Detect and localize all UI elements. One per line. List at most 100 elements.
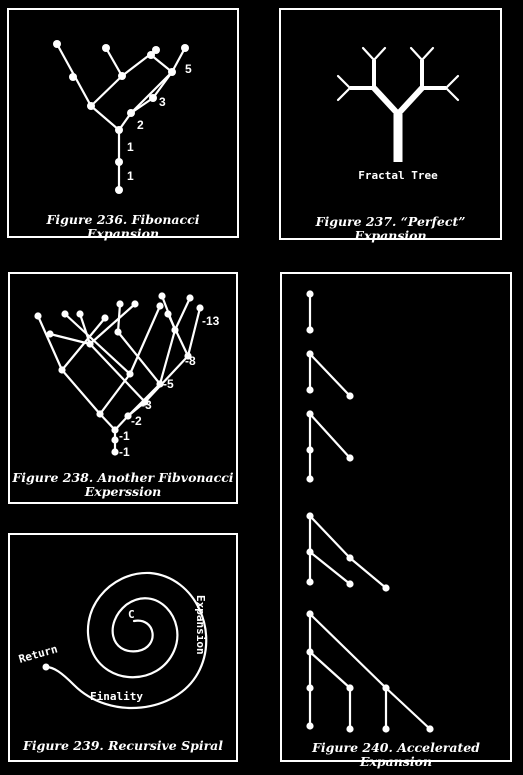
figure-240-panel: Figure 240. Accelerated Expansion xyxy=(280,272,512,769)
tree-edge xyxy=(151,70,174,100)
tree-node xyxy=(306,548,314,556)
tree-node xyxy=(346,392,354,400)
tree-twig xyxy=(361,46,376,62)
tree-twig xyxy=(444,74,460,90)
tree-edge xyxy=(36,314,64,372)
tree-node xyxy=(306,290,314,298)
figure-238-panel: -1 -1 -2 -3 -5 -8 -13 Figure 238. Anothe… xyxy=(8,272,238,504)
tree-edge xyxy=(60,368,102,416)
tree-node xyxy=(76,310,84,318)
tree-node xyxy=(306,326,314,334)
fib-label: -3 xyxy=(141,398,152,412)
tree-edge xyxy=(128,304,162,376)
tree-node xyxy=(306,475,314,483)
tree-edge xyxy=(89,104,121,132)
figure-237-caption: Figure 237. “Perfect” Expansion xyxy=(315,214,466,243)
tree-node xyxy=(126,370,134,378)
tree-edge xyxy=(173,296,192,332)
tree-node xyxy=(34,312,42,320)
tree-node xyxy=(116,300,124,308)
tree-edge xyxy=(88,342,147,404)
tree-node xyxy=(69,73,77,81)
tree-node xyxy=(186,294,194,302)
fib-label: 2 xyxy=(137,118,144,132)
tree-edge xyxy=(78,312,92,346)
expansion-label: Expansion xyxy=(194,595,207,655)
tree-edge xyxy=(98,412,117,432)
spiral-end-node xyxy=(42,663,50,671)
tree-node xyxy=(61,310,69,318)
tree-node xyxy=(86,340,94,348)
tree-edge xyxy=(63,312,132,376)
tree-node xyxy=(346,580,354,588)
tree-node xyxy=(156,380,164,388)
tree-node xyxy=(346,684,354,692)
tree-node xyxy=(101,314,109,322)
tree-node xyxy=(306,610,314,618)
tree-node xyxy=(346,454,354,462)
tree-node xyxy=(306,446,314,454)
tree-edge xyxy=(89,74,124,108)
tree-node xyxy=(96,410,104,418)
tree-node xyxy=(111,426,119,434)
tree-branch xyxy=(371,85,401,117)
tree-branch xyxy=(395,85,425,117)
figure-238-caption-line1: Figure 238. Another Fibvonacci xyxy=(12,470,234,485)
tree-node xyxy=(156,302,164,310)
tree-node xyxy=(58,366,66,374)
tree-edge xyxy=(104,46,124,78)
fib-label: -2 xyxy=(131,414,142,428)
fib-label: 5 xyxy=(185,62,192,76)
tree-edge xyxy=(149,53,174,74)
tree-node xyxy=(124,412,132,420)
spiral-path xyxy=(44,571,208,710)
tree-node xyxy=(306,512,314,520)
tree-node xyxy=(87,102,95,110)
tree-node xyxy=(111,448,119,456)
tree-edge xyxy=(60,316,107,372)
finality-label: Finality xyxy=(90,690,143,703)
fibonacci-expansion-diagram: 1 1 2 3 5 xyxy=(53,40,192,194)
tree-edge xyxy=(384,686,432,731)
fib-label: -13 xyxy=(202,314,220,328)
tree-node xyxy=(168,68,176,76)
tree-node xyxy=(127,109,135,117)
tree-node xyxy=(306,684,314,692)
tree-node xyxy=(382,725,390,733)
tree-edge xyxy=(308,514,352,560)
tree-edge xyxy=(308,550,352,586)
fib-label: 1 xyxy=(127,140,134,154)
tree-twig xyxy=(336,74,352,90)
tree-node xyxy=(382,584,390,592)
return-label: Return xyxy=(17,642,59,665)
tree-node xyxy=(114,328,122,336)
tree-node xyxy=(115,186,123,194)
fractal-tree-diagram: Fractal Tree xyxy=(336,46,460,182)
tree-node xyxy=(46,330,54,338)
figure-238-caption-line2: Experssion xyxy=(84,484,162,499)
accelerated-expansion-diagram xyxy=(306,290,434,733)
tree-edge xyxy=(129,70,174,115)
fib-label: 3 xyxy=(159,95,166,109)
figure-240-caption: Figure 240. Accelerated Expansion xyxy=(312,740,480,769)
tree-node xyxy=(118,72,126,80)
tree-node xyxy=(171,326,179,334)
fib-label: -1 xyxy=(119,445,130,459)
figure-239-panel: C Return Finality Expansion Figure 239. … xyxy=(8,533,238,762)
tree-edge xyxy=(308,650,352,690)
tree-edge xyxy=(308,352,352,398)
another-fibonacci-diagram: -1 -1 -2 -3 -5 -8 -13 xyxy=(34,292,220,459)
tree-node xyxy=(53,40,61,48)
tree-node xyxy=(426,725,434,733)
fib-label: -8 xyxy=(185,354,196,368)
tree-node xyxy=(306,722,314,730)
tree-edge xyxy=(88,302,137,346)
tree-node xyxy=(306,648,314,656)
tree-node xyxy=(158,292,166,300)
spiral-center-label: C xyxy=(128,608,135,621)
tree-node xyxy=(115,126,123,134)
tree-node xyxy=(196,304,204,312)
tree-node xyxy=(115,158,123,166)
tree-edge xyxy=(308,412,352,460)
tree-node xyxy=(152,46,160,54)
